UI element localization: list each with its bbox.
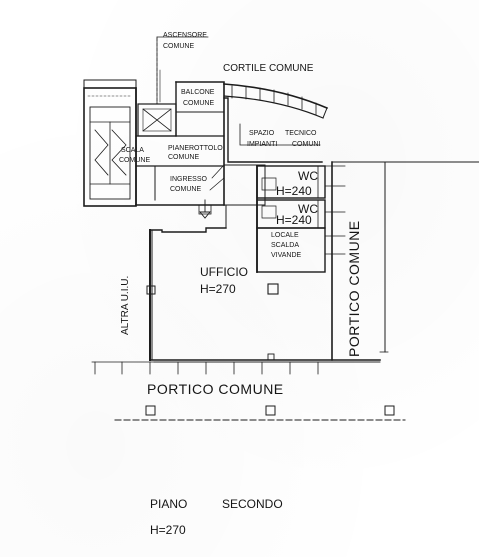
label-balcone-2: COMUNE <box>183 100 215 107</box>
courtyard-curved-wall <box>223 83 329 119</box>
label-locale-2: SCALDA <box>271 242 300 249</box>
label-scala-1: SCALA <box>121 147 144 154</box>
portico-bottom-lines <box>91 361 406 421</box>
footer-height: H=270 <box>150 523 186 537</box>
label-altra-uiu: ALTRA U.I.U. <box>120 275 131 335</box>
technical-space-walls <box>209 97 323 206</box>
label-wc1-height: H=240 <box>276 184 312 198</box>
label-pianerottolo-2: COMUNE <box>168 154 200 161</box>
label-impianti: IMPIANTI <box>247 141 278 148</box>
label-scala-2: COMUNE <box>119 157 151 164</box>
label-portico-comune-bottom: PORTICO COMUNE <box>147 381 284 397</box>
label-tecnico: TECNICO <box>285 130 317 137</box>
service-rooms <box>256 165 346 273</box>
right-boundary <box>331 161 479 353</box>
label-pianerottolo-1: PIANEROTTOLO <box>168 145 223 152</box>
label-ingresso-1: INGRESSO <box>170 176 207 183</box>
footer-piano: PIANO <box>150 497 188 511</box>
label-ascensore-2: COMUNE <box>163 43 195 50</box>
label-comuni: COMUNI <box>292 141 321 148</box>
label-portico-comune-right: PORTICO COMUNE <box>346 220 362 357</box>
label-cortile-comune: CORTILE COMUNE <box>223 63 314 74</box>
label-locale-1: LOCALE <box>271 232 299 239</box>
label-ascensore-1: ASCENSORE <box>163 32 207 39</box>
label-wc2-height: H=240 <box>276 213 312 227</box>
stair-block <box>83 79 137 207</box>
label-ufficio-height: H=270 <box>200 282 236 296</box>
label-balcone-1: BALCONE <box>181 89 215 96</box>
label-ingresso-2: COMUNE <box>170 186 202 193</box>
label-locale-3: VIVANDE <box>271 252 302 259</box>
label-wc1: WC <box>298 169 318 183</box>
footer-secondo: SECONDO <box>222 497 283 511</box>
label-ufficio: UFFICIO <box>200 265 248 279</box>
label-wc2: WC <box>298 202 318 216</box>
elevator-shaft <box>137 36 209 137</box>
label-spazio: SPAZIO <box>249 130 275 137</box>
core-walls <box>135 81 225 219</box>
